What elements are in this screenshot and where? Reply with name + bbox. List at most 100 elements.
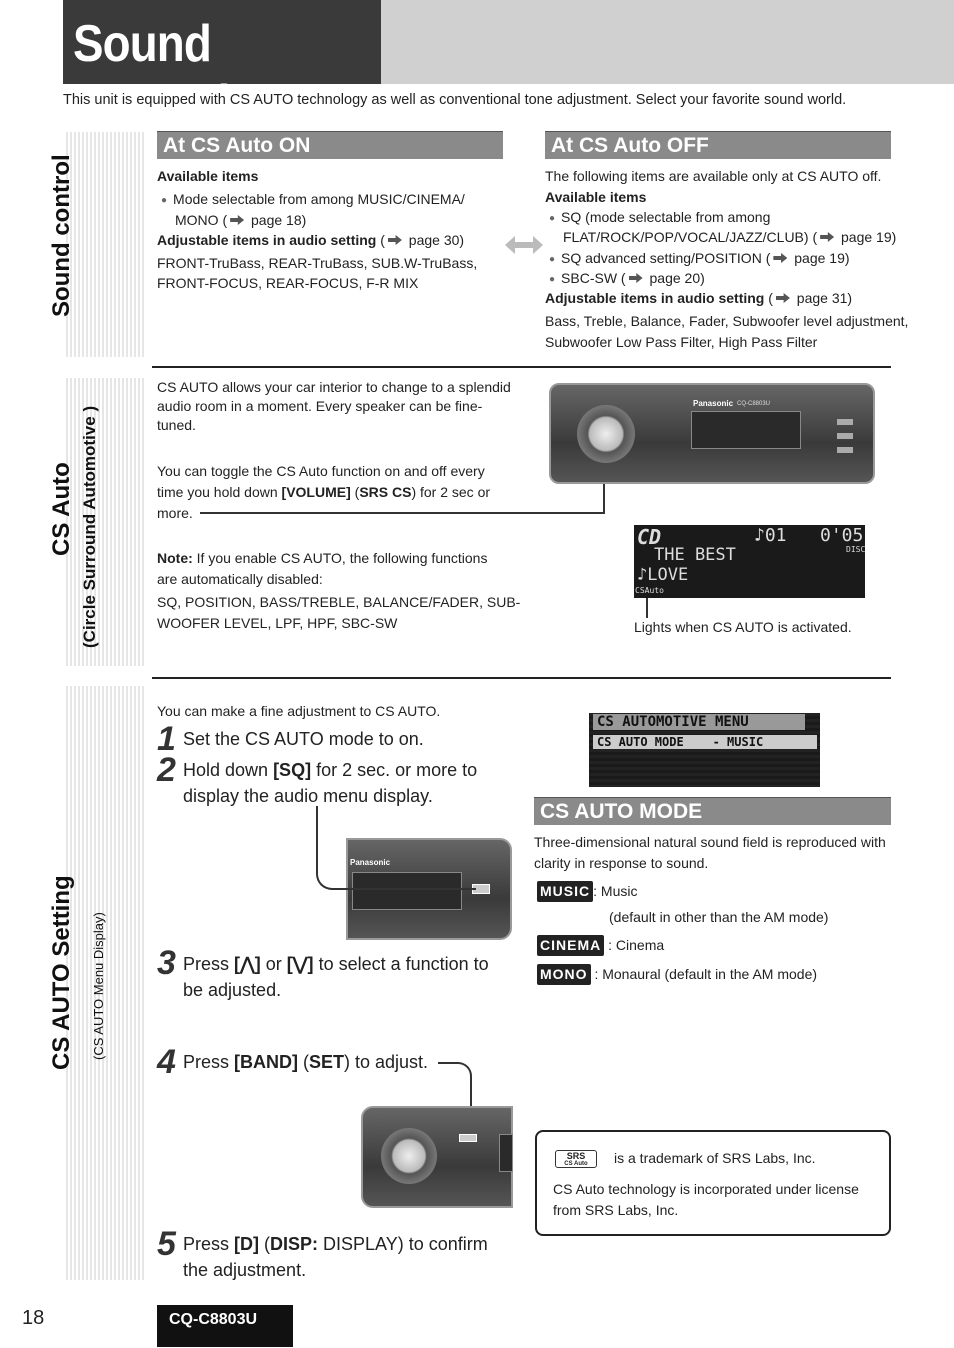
volume-knob-icon [381, 1128, 437, 1184]
text-line: time you hold down [VOLUME] (SRS CS) for… [157, 482, 490, 503]
adj-ref: page 30) [404, 232, 465, 248]
item-text: SQ advanced setting/POSITION ( [561, 250, 771, 266]
display-window [352, 872, 462, 910]
text: ( [298, 1052, 309, 1072]
divider [152, 677, 891, 679]
tab-sublabel: (CS AUTO Menu Display) [91, 912, 106, 1060]
step-text: Press [BAND] (SET) to adjust. [183, 1049, 428, 1075]
list-item: SBC-SW ( page 20) [549, 268, 705, 291]
lcd-cd: CD [637, 525, 662, 549]
lcd-track: ♪01 [754, 525, 787, 546]
d-key: [D] [234, 1234, 260, 1254]
cinema-indicator: CINEMA [537, 935, 605, 956]
list-item: SQ (mode selectable from among [549, 207, 770, 230]
adjustable-line: Adjustable items in audio setting ( page… [545, 290, 853, 306]
tab-sublabel: (Circle Surround Automotive ) [80, 405, 99, 648]
header-cs-auto-off: At CS Auto OFF [545, 131, 891, 159]
brand-logo: Panasonic [693, 399, 734, 408]
tab-label: CS AUTO Setting [48, 875, 75, 1070]
button-icon [837, 447, 853, 453]
band-key: [BAND] [234, 1052, 298, 1072]
head-unit-image: Panasonic CQ-C8803U [549, 383, 875, 484]
text: If you enable CS AUTO, the following fun… [192, 550, 488, 566]
off-note: The following items are available only a… [545, 168, 882, 184]
arrow-icon [820, 232, 835, 242]
step-number: 5 [157, 1225, 176, 1263]
step-number: 1 [157, 720, 176, 758]
text-line: are automatically disabled: [157, 571, 323, 587]
logo-subtext: CS Auto [564, 1161, 588, 1167]
model-badge: CQ-C8803U [157, 1305, 293, 1347]
lcd-caption: Lights when CS AUTO is activated. [634, 619, 852, 635]
mode-label: : Music [593, 883, 638, 899]
text-line: be adjusted. [183, 980, 282, 1000]
mode-note: (default in other than the AM mode) [609, 909, 829, 925]
step-number: 4 [157, 1043, 176, 1081]
item-text: Mode selectable from among MUSIC/CINEMA/ [173, 191, 465, 207]
tab-label: CS Auto [48, 462, 75, 556]
text-line: WOOFER LEVEL, LPF, HPF, SBC-SW [157, 615, 398, 631]
text-line: SQ, POSITION, BASS/TREBLE, BALANCE/FADER… [157, 594, 521, 610]
item-ref: page 18) [247, 212, 307, 228]
text-line: display the audio menu display. [183, 786, 433, 806]
text: Press [183, 954, 235, 974]
text: DISPLAY) to confirm [318, 1234, 488, 1254]
text-line: tuned. [157, 417, 196, 433]
text: time you hold down [157, 484, 282, 500]
text: ) for 2 sec or [411, 484, 491, 500]
list-item-cont: FLAT/ROCK/POP/VOCAL/JAZZ/CLUB) ( page 19… [563, 227, 896, 248]
arrow-icon [387, 235, 402, 245]
page-number: 18 [22, 1307, 45, 1329]
text-line: audio room in a moment. Every speaker ca… [157, 398, 483, 414]
arrow-icon [775, 293, 790, 303]
volume-knob-icon [577, 405, 635, 463]
text: for 2 sec. or more to [311, 760, 478, 780]
mode-label: : Cinema [608, 937, 665, 953]
head-unit-image [361, 1106, 513, 1208]
model-label: CQ-C8803U [737, 401, 771, 407]
text: to select a function to [313, 954, 489, 974]
adj-list: FRONT-FOCUS, REAR-FOCUS, F-R MIX [157, 275, 419, 291]
cs-auto-desc: CS AUTO allows your car interior to chan… [157, 378, 511, 435]
item-text: FLAT/ROCK/POP/VOCAL/JAZZ/CLUB) ( [563, 229, 818, 245]
mode-desc: Three-dimensional natural sound field is… [534, 834, 886, 850]
menu-display: CS AUTOMOTIVE MENU CS AUTO MODE - MUSIC [589, 713, 820, 787]
step-text: Press [D] (DISP: DISPLAY) to confirm the… [183, 1231, 488, 1283]
list-item: SQ advanced setting/POSITION ( page 19) [549, 248, 849, 271]
note-label: Note: [157, 550, 193, 566]
list-item: Mode selectable from among MUSIC/CINEMA/ [161, 189, 465, 212]
title-bar: Sound Control [63, 0, 381, 133]
text: Press [183, 1234, 235, 1254]
item-text: MONO ( [175, 212, 228, 228]
trademark-text: is a trademark of SRS Labs, Inc. [614, 1150, 816, 1166]
display-window [499, 1134, 513, 1172]
tab-cs-auto: CS Auto (Circle Surround Automotive ) [48, 378, 144, 666]
text-line: You can toggle the CS Auto function on a… [157, 463, 485, 479]
toggle-desc: You can toggle the CS Auto function on a… [157, 461, 490, 524]
trademark-text: from SRS Labs, Inc. [553, 1202, 679, 1218]
text: Hold down [183, 760, 274, 780]
title-band [381, 0, 954, 84]
step-text: Press [⋀] or [⋁] to select a function to… [183, 951, 489, 1003]
mode-cinema: CINEMA : Cinema [537, 935, 664, 956]
tab-sound-control: Sound control [48, 132, 144, 357]
adjustable-line: Adjustable items in audio setting ( page… [157, 232, 465, 248]
trademark-text: CS Auto technology is incorporated under… [553, 1181, 859, 1197]
menu-row: CS AUTO MODE - MUSIC [593, 735, 817, 749]
lcd-disc: DISC [846, 545, 866, 554]
menu-title: CS AUTOMOTIVE MENU [593, 714, 805, 730]
adj-label: Adjustable items in audio setting [545, 290, 765, 306]
mode-mono: MONO : Monaural (default in the AM mode) [537, 964, 817, 985]
note-block: Note: If you enable CS AUTO, the followi… [157, 548, 520, 634]
step-text: Hold down [SQ] for 2 sec. or more to dis… [183, 757, 477, 809]
logo-text: SRS [566, 1151, 586, 1161]
tab-label: Sound control [48, 154, 75, 317]
arrow-icon [628, 273, 643, 283]
intro-text: This unit is equipped with CS AUTO techn… [63, 92, 847, 108]
set-key: SET [309, 1052, 345, 1072]
lcd-line: ♪LOVE [637, 565, 689, 585]
brand-logo: Panasonic [350, 858, 391, 867]
up-key: [⋀] [234, 954, 261, 974]
arrow-icon [230, 215, 245, 225]
step-text: Set the CS AUTO mode to on. [183, 729, 424, 749]
